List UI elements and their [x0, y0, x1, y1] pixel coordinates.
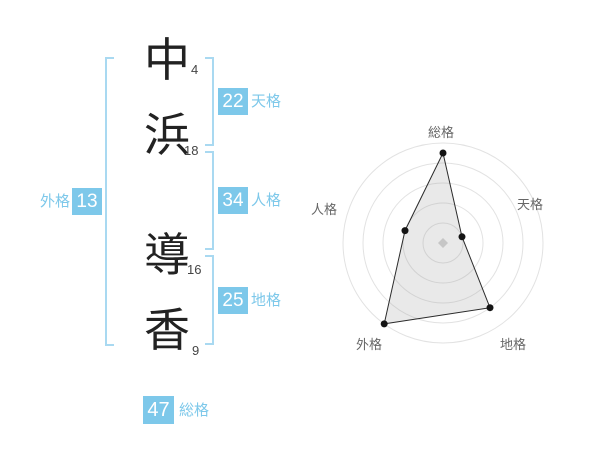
radar-grid-ring — [362, 162, 524, 324]
radar-grid-ring — [342, 142, 544, 344]
stroke-count-1: 4 — [191, 62, 199, 77]
stroke-count-2: 18 — [184, 143, 199, 158]
name-char-1: 中 — [144, 34, 190, 86]
name-char-4: 香 — [144, 304, 190, 356]
radar-center-marker — [438, 238, 448, 248]
stroke-count-3: 16 — [187, 262, 202, 277]
chikaku-bracket — [205, 255, 214, 345]
radar-vertex-dot — [439, 149, 447, 157]
radar-vertex-dot — [401, 227, 409, 235]
jinkaku-label: 人格 — [251, 192, 282, 209]
gaikaku-badge: 13 — [72, 188, 102, 215]
radar-grid-ring — [422, 222, 464, 264]
jinkaku-badge: 34 — [218, 187, 248, 214]
radar-grid-ring — [402, 202, 484, 284]
chikaku-label: 地格 — [251, 292, 282, 309]
gaikaku-bracket — [105, 57, 114, 346]
radar-vertex-dot — [380, 320, 388, 328]
tenkaku-badge: 22 — [218, 88, 248, 115]
radar-axis-label-3: 地格 — [500, 337, 526, 352]
radar-axis-label-1: 総格 — [428, 125, 454, 140]
name-char-2: 浜 — [144, 109, 190, 161]
jinkaku-bracket — [205, 151, 214, 250]
radar-value-polygon — [383, 151, 491, 325]
soukaku-label: 総格 — [179, 402, 210, 419]
name-char-3: 導 — [144, 229, 190, 281]
chikaku-badge: 25 — [218, 287, 248, 314]
soukaku-badge: 47 — [143, 396, 174, 424]
stroke-count-4: 9 — [192, 343, 200, 358]
radar-grid-ring — [382, 182, 504, 304]
radar-vertex-dot — [486, 304, 494, 312]
radar-axis-label-5: 人格 — [311, 202, 337, 217]
tenkaku-bracket — [205, 57, 214, 146]
radar-axis-label-4: 外格 — [356, 337, 382, 352]
radar-axis-label-2: 天格 — [517, 197, 543, 212]
gaikaku-label: 外格 — [40, 193, 71, 210]
radar-vertex-dot — [458, 233, 466, 241]
tenkaku-label: 天格 — [251, 93, 282, 110]
